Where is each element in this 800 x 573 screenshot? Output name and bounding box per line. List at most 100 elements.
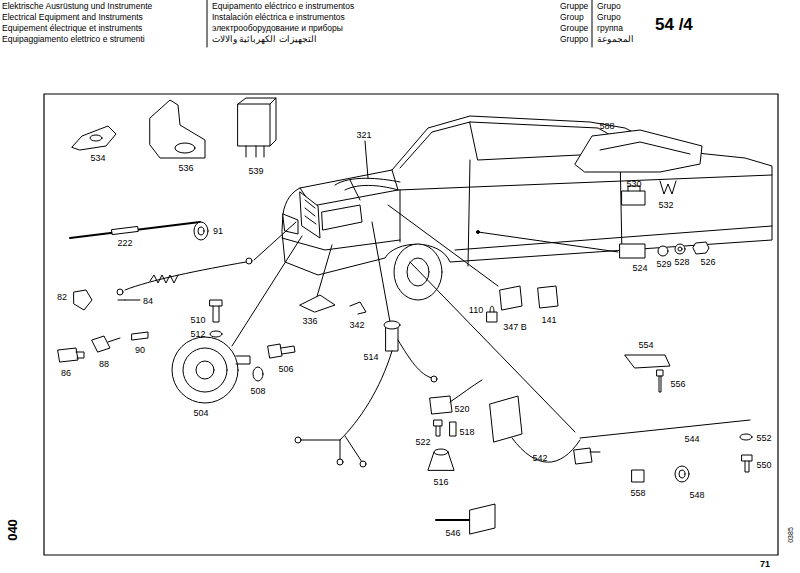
- part-drawings: [58, 98, 752, 534]
- callout-number: 508: [250, 387, 265, 396]
- car-illustration: [300, 192, 320, 238]
- part-drawings: [300, 351, 392, 462]
- part-drawings: [398, 340, 432, 378]
- callout-number: 512: [190, 330, 205, 339]
- part-drawings: [678, 247, 682, 251]
- part-drawings: [675, 466, 689, 482]
- part-drawings: [337, 459, 343, 465]
- callout-number: 556: [670, 380, 685, 389]
- header-text: Grupo: [597, 13, 621, 22]
- callout-number: 514: [363, 353, 378, 362]
- callout-number: 528: [674, 258, 689, 267]
- callout-number: 510: [190, 316, 205, 325]
- car-illustration: [468, 160, 470, 266]
- page-number: 71: [760, 560, 770, 569]
- car-illustration: [322, 205, 362, 230]
- callout-number: 110: [469, 306, 483, 315]
- part-drawings: [58, 348, 78, 362]
- callout-number: 588: [599, 122, 614, 131]
- car-illustration: [282, 116, 772, 275]
- part-drawings: [112, 226, 138, 234]
- callout-number: 342: [349, 321, 364, 330]
- part-drawings: [490, 396, 522, 442]
- frame: [44, 94, 778, 555]
- header-text: Instalación eléctrica e instrumentos: [212, 13, 345, 22]
- part-drawings: [431, 376, 437, 382]
- part-drawings: [238, 98, 276, 146]
- part-drawings: [430, 396, 452, 414]
- part-drawings: [132, 332, 148, 340]
- part-drawings: [490, 306, 494, 312]
- part-drawings: [72, 126, 116, 150]
- group-number: 54 /4: [655, 16, 693, 33]
- part-drawings: [580, 420, 750, 438]
- part-drawings: [236, 356, 250, 364]
- header-text: Equipaggiamento elettrico e strumenti: [2, 35, 145, 44]
- drawing-code: 0385: [787, 527, 794, 543]
- part-drawings: [600, 142, 690, 154]
- car-illustration: [455, 226, 772, 250]
- callout-number: 86: [61, 369, 71, 378]
- header-text: электрооборудование и приборы: [212, 24, 343, 33]
- part-drawings: [350, 302, 366, 314]
- part-drawings: [620, 244, 645, 258]
- part-drawings: [360, 461, 366, 467]
- car-illustration: [282, 116, 772, 300]
- callout-number: 506: [278, 365, 293, 374]
- part-drawings: [590, 452, 600, 453]
- car-illustration: [335, 178, 400, 190]
- part-drawings: [246, 258, 252, 264]
- callout-number: 321: [356, 131, 371, 140]
- callout-number: 536: [178, 164, 193, 173]
- part-drawings: [108, 338, 120, 342]
- part-drawings: [74, 290, 92, 310]
- part-drawings: [500, 286, 522, 310]
- leader-line: [372, 222, 390, 322]
- callout-number: 347 B: [503, 323, 527, 332]
- header-rules: [207, 0, 208, 47]
- leader-line: [478, 232, 618, 252]
- leader-line: [254, 222, 296, 260]
- part-drawings: [658, 246, 668, 256]
- callout-number: 82: [57, 293, 67, 302]
- callout-number: 526: [700, 258, 715, 267]
- callout-number: 530: [626, 180, 641, 189]
- part-drawings: [90, 135, 102, 141]
- callout-number: 336: [302, 317, 317, 326]
- header-text: Gruppe: [560, 2, 588, 11]
- car-illustration: [350, 180, 360, 200]
- callout-number: 88: [99, 360, 109, 369]
- car-illustration: [400, 122, 470, 168]
- leader-line: [388, 205, 498, 286]
- header-text: Electrical Equipment and Instruments: [2, 13, 143, 22]
- part-drawings: [632, 470, 644, 482]
- part-drawings: [118, 300, 140, 301]
- part-drawings: [70, 222, 200, 238]
- part-drawings: [434, 420, 442, 436]
- part-drawings: [538, 286, 558, 308]
- header-text: Gruppo: [560, 35, 588, 44]
- part-drawings: [92, 336, 110, 352]
- part-drawings: [210, 331, 222, 337]
- part-drawings: [183, 348, 227, 392]
- part-drawings: [196, 361, 214, 379]
- part-drawings: [575, 130, 702, 172]
- car-illustration: [400, 190, 401, 242]
- header-rules: [207, 0, 592, 47]
- leader-line: [232, 236, 302, 346]
- leader-line: [232, 141, 618, 432]
- callout-number: 90: [135, 346, 145, 355]
- part-drawings: [675, 244, 685, 254]
- callout-number: 542: [532, 454, 547, 463]
- part-drawings: [470, 504, 495, 534]
- part-drawings: [246, 146, 264, 157]
- header-text: Groupe: [560, 24, 588, 33]
- part-drawings: [679, 470, 685, 478]
- part-drawings: [487, 312, 497, 322]
- part-drawings: [76, 352, 84, 358]
- part-drawings: [740, 434, 752, 440]
- callout-number: 516: [433, 478, 448, 487]
- callout-number: 532: [658, 201, 673, 210]
- part-drawings: [150, 275, 178, 283]
